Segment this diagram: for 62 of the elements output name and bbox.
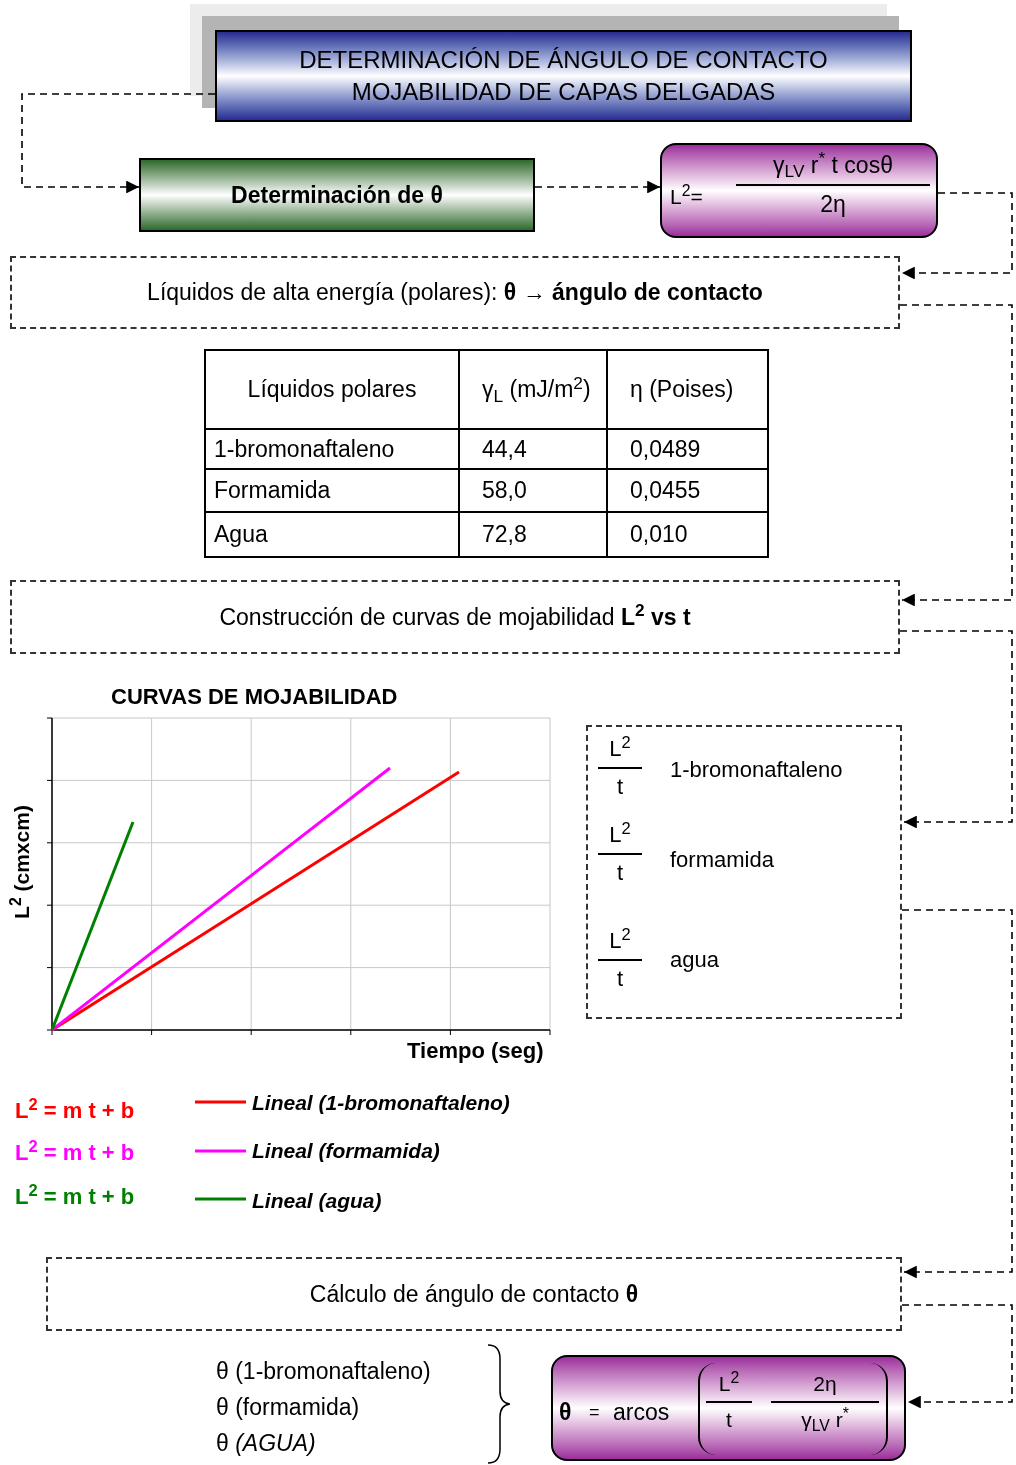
table-cell-text: 0,0455 bbox=[630, 476, 701, 506]
table-cell-text: 0,010 bbox=[630, 520, 688, 550]
box-text: Líquidos de alta energía (polares): θ → ángulo de contacto bbox=[147, 278, 763, 308]
function-name: arcos bbox=[613, 1398, 670, 1427]
box-text: Determinación de θ bbox=[231, 180, 443, 210]
table-header: γ$_{L}$ (mJ/m$^{2}$) bbox=[482, 372, 591, 407]
title-box bbox=[215, 30, 912, 122]
numerator: γ$_{LV}$ r$^{*}$ t cosθ bbox=[773, 151, 893, 180]
equals-sign: = bbox=[589, 1401, 600, 1424]
result-text: θ (1-bromonaftaleno) bbox=[216, 1357, 431, 1386]
axis-title: Tiempo (seg) bbox=[407, 1037, 544, 1065]
theta-symbol: θ bbox=[559, 1398, 572, 1427]
legend-text: Lineal (1-bromonaftaleno) bbox=[252, 1090, 510, 1116]
title-text: DETERMINACIÓN DE ÁNGULO DE CONTACTO MOJABILIDAD DE CAPAS DELGADAS bbox=[298, 45, 829, 107]
numerator: L$^{2}$ bbox=[609, 735, 631, 763]
denominator: 2η bbox=[820, 189, 846, 219]
chart-title: CURVAS DE MOJABILIDAD bbox=[111, 683, 398, 711]
table-cell-text: 58,0 bbox=[482, 476, 527, 506]
table-cell-text: Formamida bbox=[214, 476, 331, 506]
table-cell-text: 72,8 bbox=[482, 520, 527, 550]
liquid-name: agua bbox=[670, 946, 719, 974]
dashed-arrow bbox=[21, 93, 216, 194]
formula-text: L$^{2}$= bbox=[670, 181, 703, 210]
result-text: θ (AGUA) bbox=[216, 1429, 316, 1458]
denominator: t bbox=[616, 858, 624, 886]
table-cell-text: 44,4 bbox=[482, 434, 527, 464]
dashed-arrow bbox=[901, 909, 1013, 1279]
numerator: L$^{2}$ bbox=[609, 821, 631, 849]
table-cell-text: Agua bbox=[214, 520, 268, 550]
box-text: Cálculo de ángulo de contacto θ bbox=[309, 1279, 639, 1309]
dashed-arrow bbox=[899, 304, 1013, 607]
table-header: Líquidos polares bbox=[247, 375, 417, 405]
dashed-arrow bbox=[901, 1304, 1013, 1409]
equation-text: L$^{2}$ = m t + b bbox=[15, 1180, 135, 1211]
result-text: θ (formamida) bbox=[216, 1393, 360, 1422]
dashed-box bbox=[46, 1257, 902, 1331]
liquid-name: formamida bbox=[670, 846, 774, 874]
denominator: t bbox=[726, 1407, 732, 1434]
formula-box bbox=[660, 143, 938, 238]
box-text: Construcción de curvas de mojabilidad L$^{2}$ vs t bbox=[219, 599, 691, 632]
liquid-name: 1-bromonaftaleno bbox=[670, 756, 843, 784]
table-header: η (Poises) bbox=[630, 375, 734, 405]
denominator: t bbox=[616, 964, 624, 992]
numerator: 2η bbox=[813, 1371, 837, 1397]
legend-text: Lineal (formamida) bbox=[252, 1138, 440, 1164]
dashed-box bbox=[586, 725, 902, 1019]
table-cell-text: 1-bromonaftaleno bbox=[214, 434, 395, 464]
denominator: γ$_{LV}$ r$^{*}$ bbox=[801, 1407, 849, 1434]
formula-box bbox=[551, 1355, 906, 1461]
equation-text: L$^{2}$ = m t + b bbox=[15, 1136, 135, 1167]
numerator: L$^{2}$ bbox=[718, 1371, 740, 1397]
process-box bbox=[139, 158, 535, 232]
dashed-box bbox=[10, 580, 900, 654]
equation-text: L$^{2}$ = m t + b bbox=[15, 1094, 135, 1125]
dashed-arrow bbox=[899, 630, 1013, 829]
numerator: L$^{2}$ bbox=[609, 927, 631, 955]
dashed-arrow bbox=[534, 180, 661, 194]
legend-text: Lineal (agua) bbox=[252, 1188, 382, 1214]
dashed-arrow bbox=[901, 192, 1013, 280]
dashed-box bbox=[10, 256, 900, 329]
table-cell-text: 0,0489 bbox=[630, 434, 701, 464]
denominator: t bbox=[616, 772, 624, 800]
